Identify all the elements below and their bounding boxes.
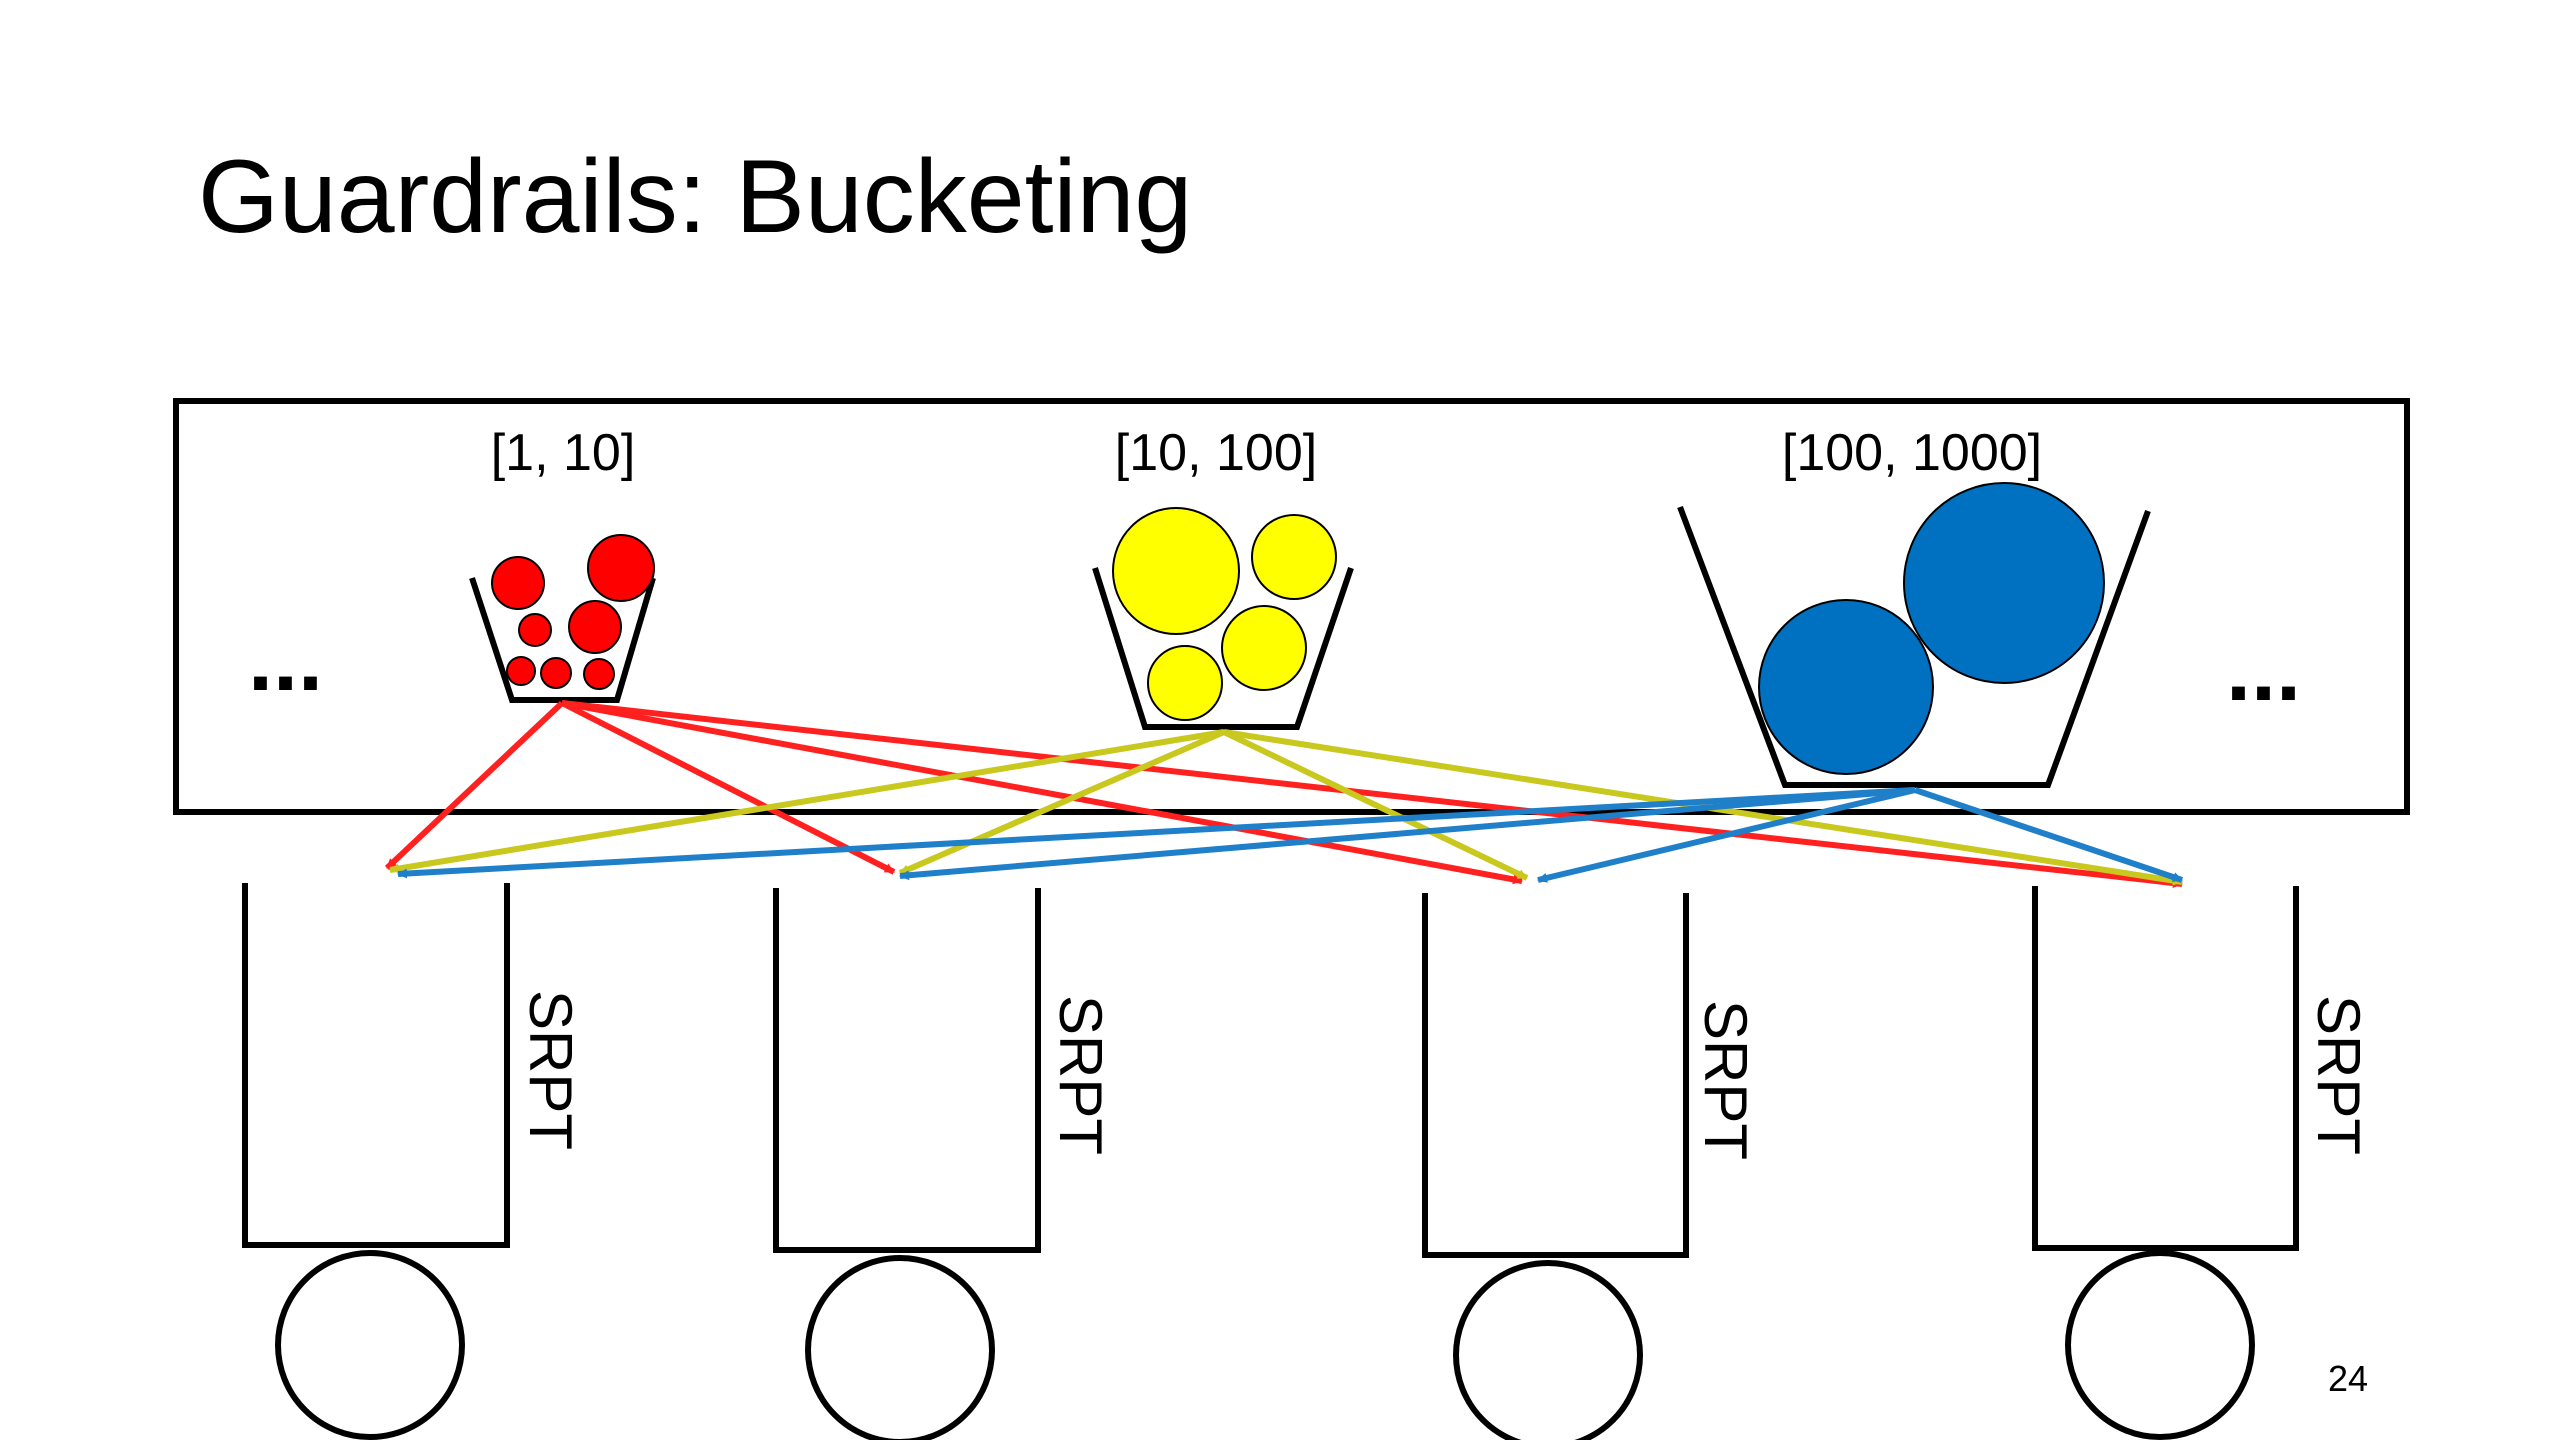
bucket-large xyxy=(1677,482,2151,788)
bucket-label-medium: [10, 100] xyxy=(1115,424,1317,482)
routing-arrows-red xyxy=(384,700,2183,888)
central-queue-box xyxy=(173,398,2410,815)
bucket-medium xyxy=(1092,507,1354,730)
server-queue xyxy=(773,888,1041,1253)
server-policy-label: SRPT xyxy=(517,990,584,1150)
bucket-label-small: [1, 10] xyxy=(491,424,636,482)
ellipsis-left: ... xyxy=(248,610,323,710)
server-processor xyxy=(275,1250,465,1440)
bucket-small xyxy=(469,534,656,703)
server-2: SRPT xyxy=(773,888,1114,1440)
server-processor xyxy=(805,1255,995,1440)
server-policy-label: SRPT xyxy=(2305,995,2372,1155)
server-queue xyxy=(242,883,510,1248)
slide-title: Guardrails: Bucketing xyxy=(198,139,1193,255)
job-circles-blue xyxy=(1758,482,2105,775)
bucket-label-large: [100, 1000] xyxy=(1782,424,2042,482)
page-number: 24 xyxy=(2327,1358,2368,1399)
ellipsis-right: ... xyxy=(2226,620,2301,720)
server-queue xyxy=(1422,893,1689,1258)
job-circles-red xyxy=(491,534,655,690)
server-policy-label: SRPT xyxy=(1047,995,1114,1155)
server-processor xyxy=(1453,1260,1643,1440)
server-policy-label: SRPT xyxy=(1692,1000,1759,1160)
server-queue xyxy=(2032,886,2299,1251)
routing-arrows-blue xyxy=(397,787,2183,883)
server-1: SRPT xyxy=(242,883,584,1440)
server-4: SRPT xyxy=(2032,886,2372,1440)
job-circles-yellow xyxy=(1112,507,1337,721)
server-processor xyxy=(2065,1250,2255,1440)
server-3: SRPT xyxy=(1422,893,1759,1440)
